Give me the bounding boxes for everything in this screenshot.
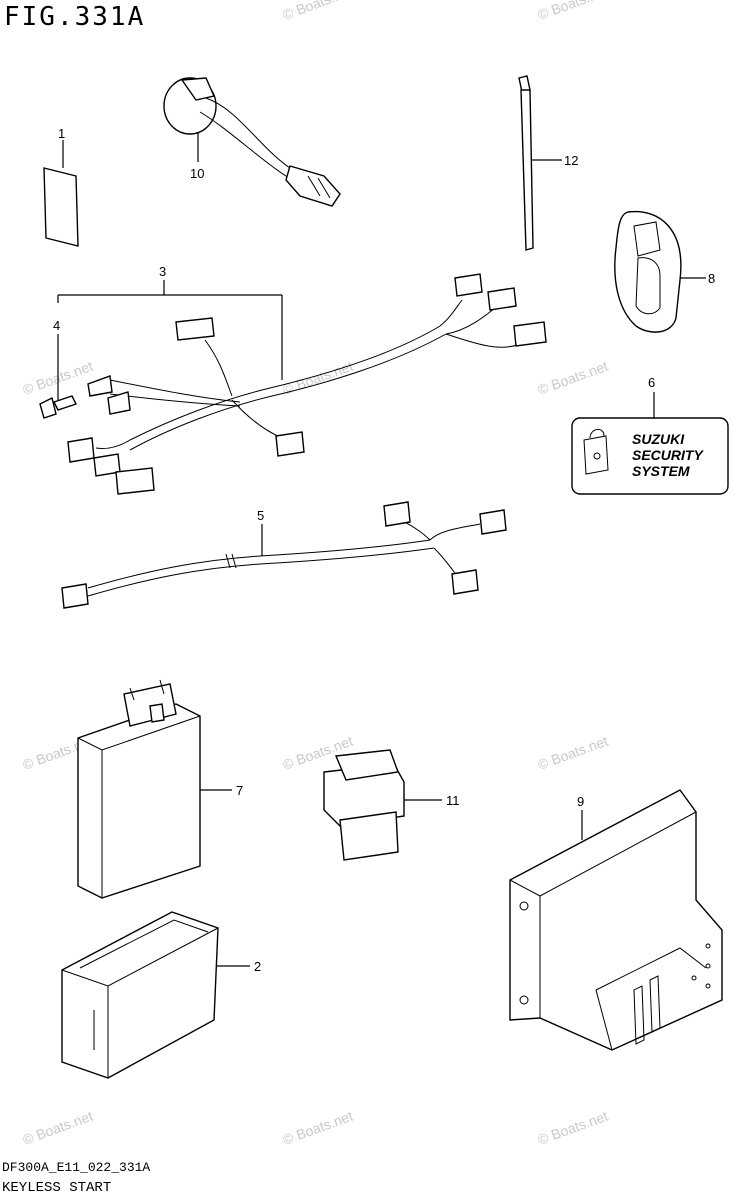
callout-11: 11	[446, 793, 460, 808]
watermark: © Boats.net	[281, 358, 356, 398]
callout-1: 1	[58, 126, 65, 141]
callout-3: 3	[159, 264, 166, 279]
part-3-main-harness[interactable]	[67, 273, 547, 495]
figure-title: FIG.331A	[4, 2, 146, 32]
watermark: © Boats.net	[281, 1108, 356, 1148]
security-line-1: SUZUKI	[632, 431, 685, 447]
callout-9: 9	[577, 794, 584, 809]
part-11-relay[interactable]: 11	[323, 749, 460, 861]
part-10-antenna-harness[interactable]: 10	[163, 77, 341, 207]
part-7-control-unit[interactable]: 7	[77, 679, 243, 899]
watermark: © Boats.net	[281, 0, 356, 23]
watermark: © Boats.net	[536, 0, 611, 23]
security-line-2: SECURITY	[632, 447, 704, 463]
callout-2: 2	[254, 959, 261, 974]
part-4-pin[interactable]: 4	[39, 318, 77, 419]
security-line-3: SYSTEM	[632, 463, 690, 479]
watermark: © Boats.net	[21, 1108, 96, 1148]
part-2-case[interactable]: 2	[61, 911, 261, 1079]
callout-12: 12	[564, 153, 578, 168]
callout-6: 6	[648, 375, 655, 390]
callout-4: 4	[53, 318, 60, 333]
figure-caption: KEYLESS START	[2, 1180, 112, 1196]
watermark: © Boats.net	[536, 358, 611, 398]
figure-code: DF300A_E11_022_331A	[2, 1160, 151, 1175]
part-1-card[interactable]: 1	[43, 126, 79, 247]
part-5-sub-harness[interactable]: 5	[61, 501, 507, 609]
callout-10: 10	[190, 166, 204, 181]
callout-5: 5	[257, 508, 264, 523]
part-9-bracket[interactable]: 9	[509, 789, 723, 1051]
callout-bracket-3: 3	[57, 264, 283, 380]
watermark: © Boats.net	[536, 733, 611, 773]
callout-7: 7	[236, 783, 243, 798]
part-6-security-label[interactable]: 6 SUZUKI SECURITY SYSTEM	[571, 375, 729, 495]
part-8-key-fob[interactable]: 8	[614, 210, 715, 333]
watermark: © Boats.net	[536, 1108, 611, 1148]
callout-8: 8	[708, 271, 715, 286]
part-12-cable-tie[interactable]: 12	[518, 75, 578, 251]
